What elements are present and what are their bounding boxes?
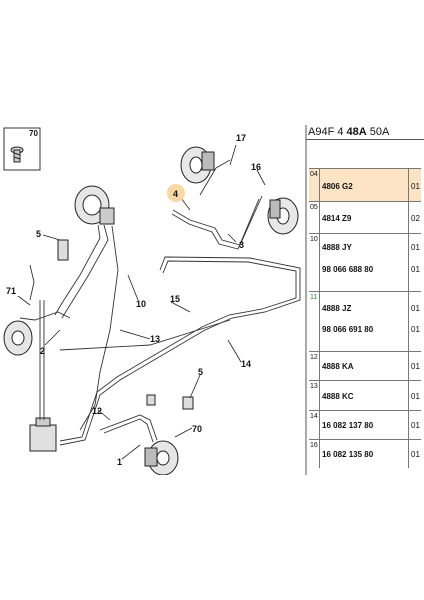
row-position: 12 xyxy=(310,354,318,361)
part-reference[interactable]: 4888 JZ xyxy=(322,304,352,313)
rear-left-brake-icon xyxy=(3,320,33,356)
callout-15[interactable]: 15 xyxy=(170,294,180,304)
parts-table: 04 4806 G2 01 05 4814 Z9 02 10 4888 JY 0… xyxy=(309,168,421,468)
callout-3[interactable]: 3 xyxy=(239,240,244,250)
row-position: 10 xyxy=(310,236,318,243)
part-quantity: 01 xyxy=(411,304,420,313)
callout-10[interactable]: 10 xyxy=(136,299,146,309)
callout-16[interactable]: 16 xyxy=(251,162,261,172)
callout-71[interactable]: 71 xyxy=(6,286,16,296)
row-position: 16 xyxy=(310,442,318,449)
table-row-05[interactable]: 05 4814 Z9 02 xyxy=(309,201,421,233)
bolt-icon xyxy=(10,146,24,163)
abs-unit-icon xyxy=(29,417,57,452)
row-position: 11 xyxy=(310,294,318,301)
table-row-16[interactable]: 16 16 082 135 80 01 xyxy=(309,439,421,468)
part-quantity: 01 xyxy=(411,325,420,334)
header-prefix: A94F 4 xyxy=(308,126,347,138)
part-quantity: 01 xyxy=(411,243,420,252)
callout-4[interactable]: 4 xyxy=(173,189,178,199)
callout-4-highlight xyxy=(167,184,185,202)
front-right-disc-icon xyxy=(267,197,299,235)
row-position: 14 xyxy=(310,413,318,420)
part-quantity: 01 xyxy=(411,362,420,371)
callout-5-top[interactable]: 5 xyxy=(36,229,41,239)
diagram-header: A94F 4 48A 50A xyxy=(306,125,424,140)
row-position: 04 xyxy=(310,171,318,178)
part-quantity: 01 xyxy=(411,265,420,274)
callout-5-bottom[interactable]: 5 xyxy=(198,367,203,377)
front-left-disc-icon xyxy=(180,146,215,184)
part-quantity: 02 xyxy=(411,214,420,223)
part-reference[interactable]: 4814 Z9 xyxy=(322,214,352,223)
table-row-12[interactable]: 12 4888 KA 01 xyxy=(309,351,421,380)
leader-lines xyxy=(17,144,266,460)
table-row-10[interactable]: 10 4888 JY 01 98 066 688 80 01 xyxy=(309,233,421,291)
brake-pipe-diagram: 70 xyxy=(3,125,307,475)
callout-14[interactable]: 14 xyxy=(241,359,251,369)
table-row-11[interactable]: 11 4888 JZ 01 98 066 691 80 01 xyxy=(309,291,421,351)
part-reference[interactable]: 4806 G2 xyxy=(322,182,353,191)
rear-right-brake-icon xyxy=(144,440,179,475)
part-quantity: 01 xyxy=(411,450,420,459)
callout-13[interactable]: 13 xyxy=(150,334,160,344)
callout-70-box: 70 xyxy=(29,129,38,138)
brake-booster-icon xyxy=(74,185,115,225)
callout-2[interactable]: 2 xyxy=(40,346,45,356)
brake-pipes xyxy=(19,159,301,446)
header-bold-code: 48A xyxy=(346,126,367,138)
table-row-14[interactable]: 14 16 082 137 80 01 xyxy=(309,410,421,439)
part-reference[interactable]: 16 082 137 80 xyxy=(322,421,374,430)
part-reference[interactable]: 4888 KA xyxy=(322,362,354,371)
callout-12[interactable]: 12 xyxy=(92,406,102,416)
part-reference[interactable]: 16 082 135 80 xyxy=(322,450,374,459)
table-row-04[interactable]: 04 4806 G2 01 xyxy=(309,168,421,201)
part-quantity: 01 xyxy=(411,392,420,401)
part-reference[interactable]: 4888 KC xyxy=(322,392,354,401)
table-row-13[interactable]: 13 4888 KC 01 xyxy=(309,380,421,410)
clip-bracket-icon xyxy=(57,239,194,410)
part-reference[interactable]: 98 066 688 80 xyxy=(322,265,374,274)
callout-70[interactable]: 70 xyxy=(192,424,202,434)
part-70-box: 70 xyxy=(3,127,41,171)
part-reference[interactable]: 4888 JY xyxy=(322,243,352,252)
part-quantity: 01 xyxy=(411,421,420,430)
part-reference[interactable]: 98 066 691 80 xyxy=(322,325,374,334)
part-quantity: 01 xyxy=(411,182,420,191)
row-position: 05 xyxy=(310,204,318,211)
callout-17[interactable]: 17 xyxy=(236,133,246,143)
header-suffix: 50A xyxy=(366,126,390,138)
row-position: 13 xyxy=(310,383,318,390)
callout-1[interactable]: 1 xyxy=(117,457,122,467)
